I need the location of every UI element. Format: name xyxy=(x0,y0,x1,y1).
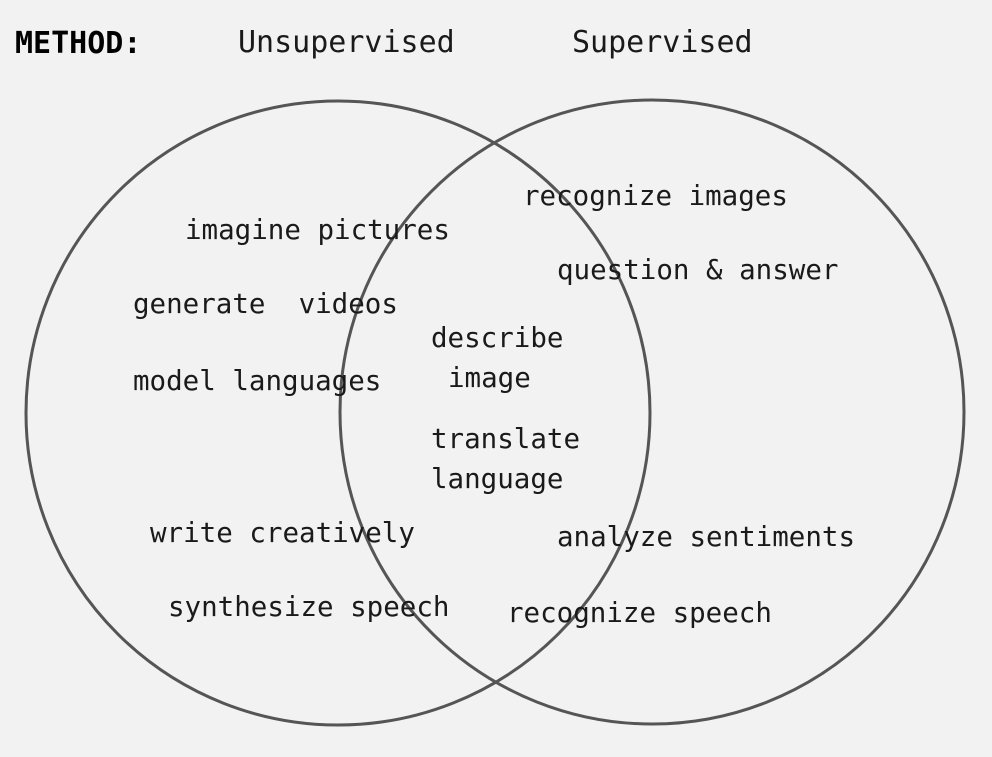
unsupervised-item: imagine pictures xyxy=(185,214,450,246)
unsupervised-title: Unsupervised xyxy=(238,25,455,60)
supervised-item: question & answer xyxy=(557,254,838,286)
overlap-item: describe xyxy=(431,322,563,354)
unsupervised-circle xyxy=(24,99,652,727)
unsupervised-item: generate videos xyxy=(133,288,398,320)
supervised-item: recognize speech xyxy=(507,597,772,629)
supervised-circle xyxy=(338,98,966,726)
unsupervised-item: synthesize speech xyxy=(168,591,449,623)
supervised-item: recognize images xyxy=(523,180,788,212)
supervised-title: Supervised xyxy=(572,25,753,60)
overlap-item: translate xyxy=(431,423,580,455)
method-label: METHOD: xyxy=(15,26,141,61)
overlap-item: image xyxy=(448,362,531,394)
unsupervised-item: write creatively xyxy=(150,517,415,549)
overlap-item: language xyxy=(431,463,563,495)
supervised-item: analyze sentiments xyxy=(557,521,855,553)
unsupervised-item: model languages xyxy=(133,365,381,397)
